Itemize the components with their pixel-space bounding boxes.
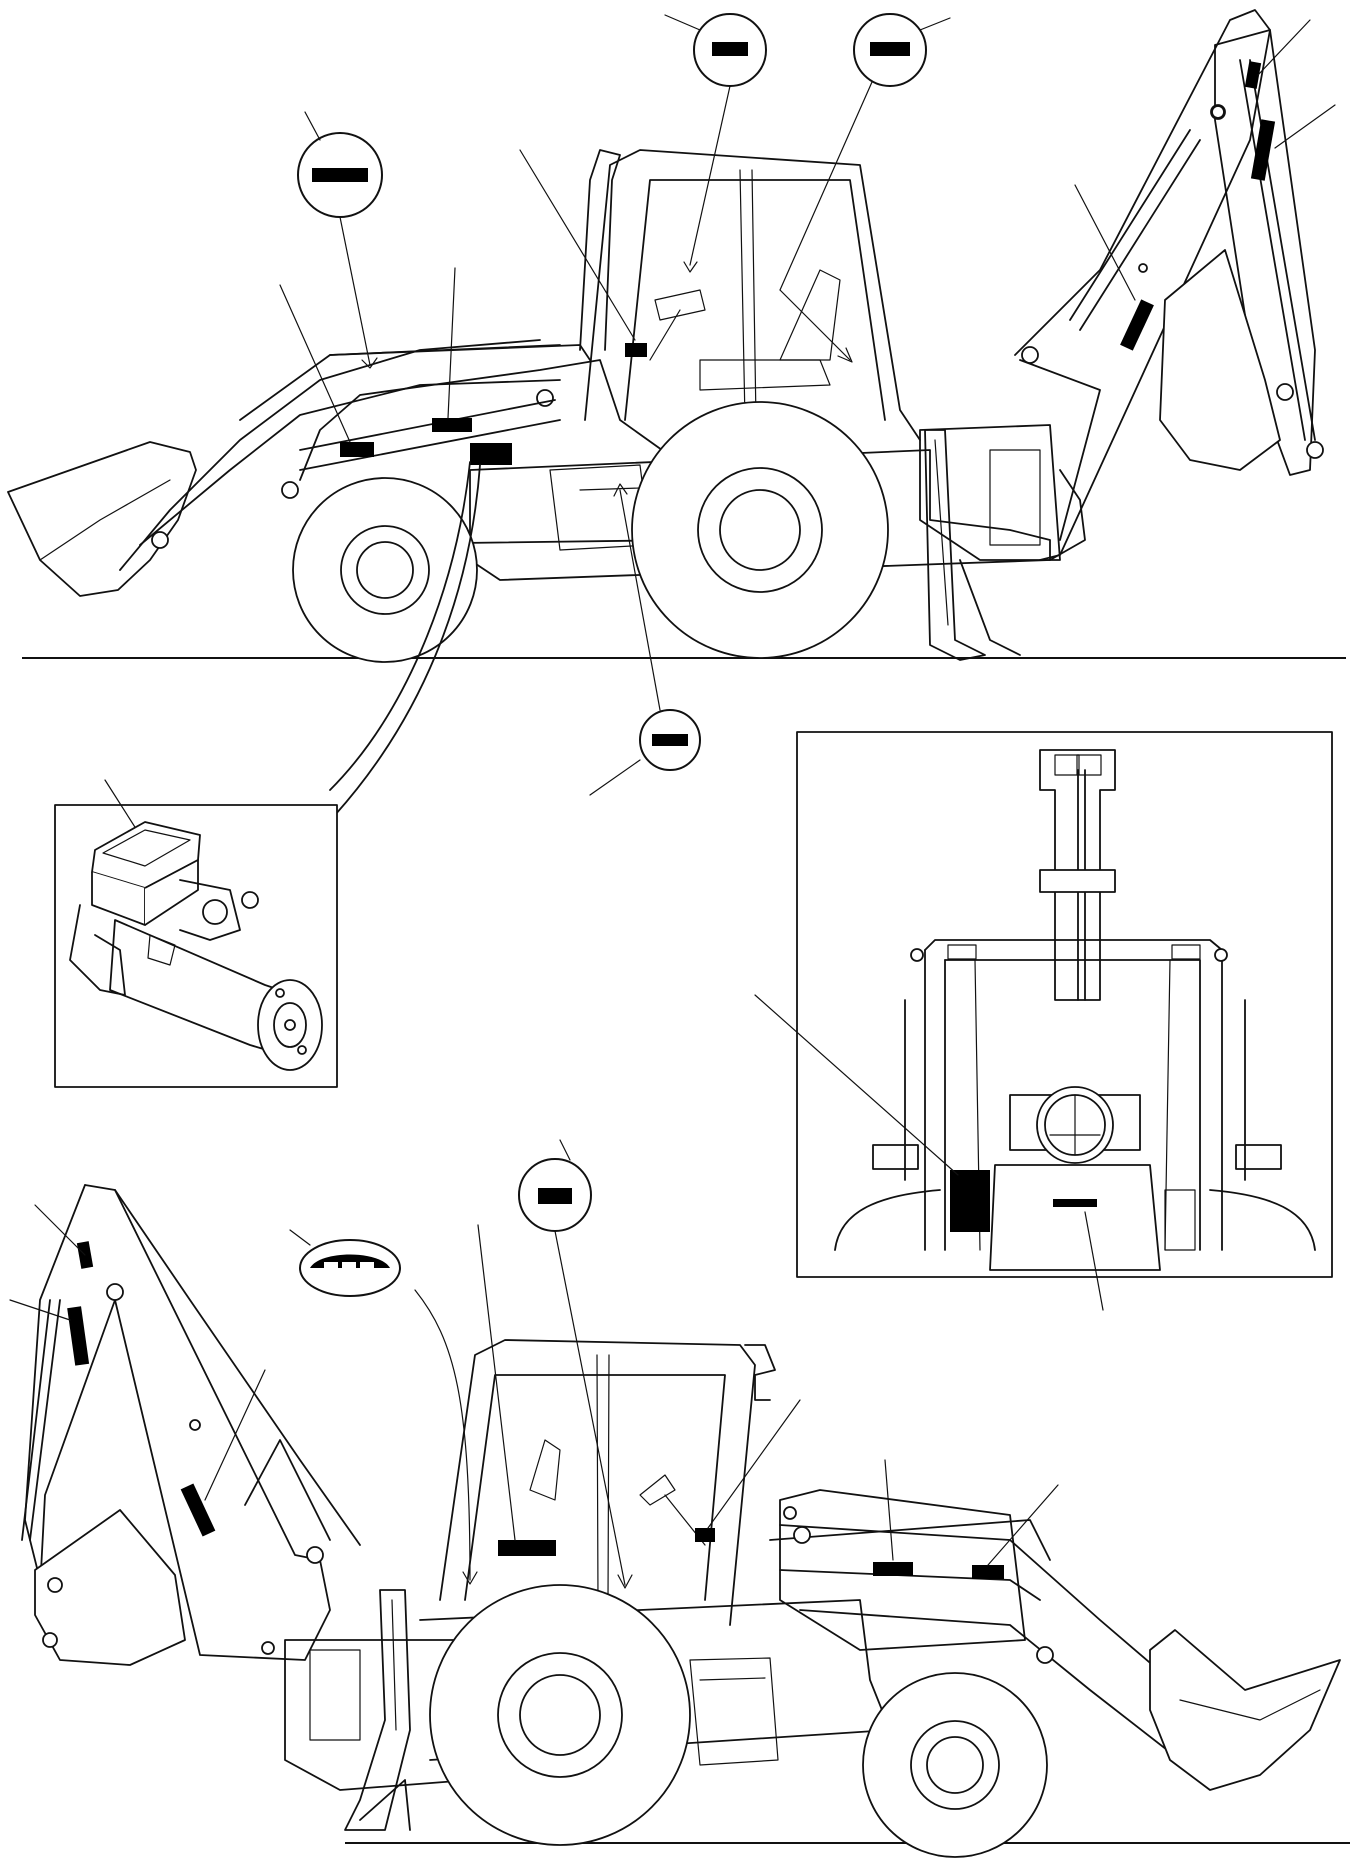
backhoe-bucket (1159, 249, 1281, 471)
decal-loader-arm-1 (340, 442, 374, 457)
callout-bubble-1 (297, 132, 383, 218)
cab-frame-bottom (439, 1339, 756, 1626)
callout-bubble-2 (693, 13, 767, 87)
rear-view-cab (754, 731, 1333, 1311)
decal-rear-cab-panel (950, 1170, 990, 1232)
decal-hood-bottom-1 (873, 1562, 913, 1576)
rear-wheel-bottom (429, 1584, 691, 1846)
rear-frame (919, 424, 1061, 561)
stabilizer-leg (924, 429, 986, 661)
decal-hood-bottom-2 (972, 1565, 1004, 1579)
detail-leader-curve (334, 464, 481, 816)
backhoe-bucket-bottom (34, 1509, 186, 1666)
leader-lines-bottom (9, 1139, 1059, 1589)
decal-steering-bottom (695, 1528, 715, 1542)
decal-dipper-2 (1250, 119, 1276, 181)
callout-bubble-6 (299, 1239, 401, 1297)
hood-bottom (779, 1489, 1026, 1651)
detail-starter-motor (54, 779, 338, 1088)
stabilizer-leg-bottom (344, 1589, 411, 1831)
chassis-bottom (419, 1599, 891, 1761)
decal-steering-column (625, 343, 647, 357)
callout-bubble-4 (639, 709, 701, 771)
backhoe-dipper-bottom (39, 1184, 331, 1661)
decal-dipper-bottom-2 (67, 1306, 90, 1366)
backhoe-dipper (1214, 29, 1316, 476)
rear-wheel-top (631, 401, 889, 659)
decal-boom-bottom (180, 1483, 216, 1537)
front-bucket-bottom (1149, 1629, 1341, 1791)
callout-bubble-5 (518, 1158, 592, 1232)
backhoe-boom (1014, 9, 1271, 561)
exhaust-stack (579, 149, 621, 351)
decal-dipper-1 (1244, 61, 1262, 89)
leader-lines-top (279, 14, 1336, 796)
decal-engine-side (470, 443, 512, 465)
chassis (469, 449, 1051, 581)
front-wheel-top (292, 477, 478, 663)
decal-loader-arm-2 (432, 418, 472, 432)
decal-boom-side (1120, 299, 1154, 351)
callout-bubble-3 (853, 13, 927, 87)
cab-frame (584, 149, 921, 441)
front-wheel-bottom (862, 1672, 1048, 1858)
decal-cab-floor (498, 1540, 556, 1556)
loader-arm (119, 339, 541, 571)
side-view-left (7, 9, 1346, 816)
decal-rear-hood (1053, 1199, 1097, 1207)
side-view-right (9, 1139, 1350, 1858)
